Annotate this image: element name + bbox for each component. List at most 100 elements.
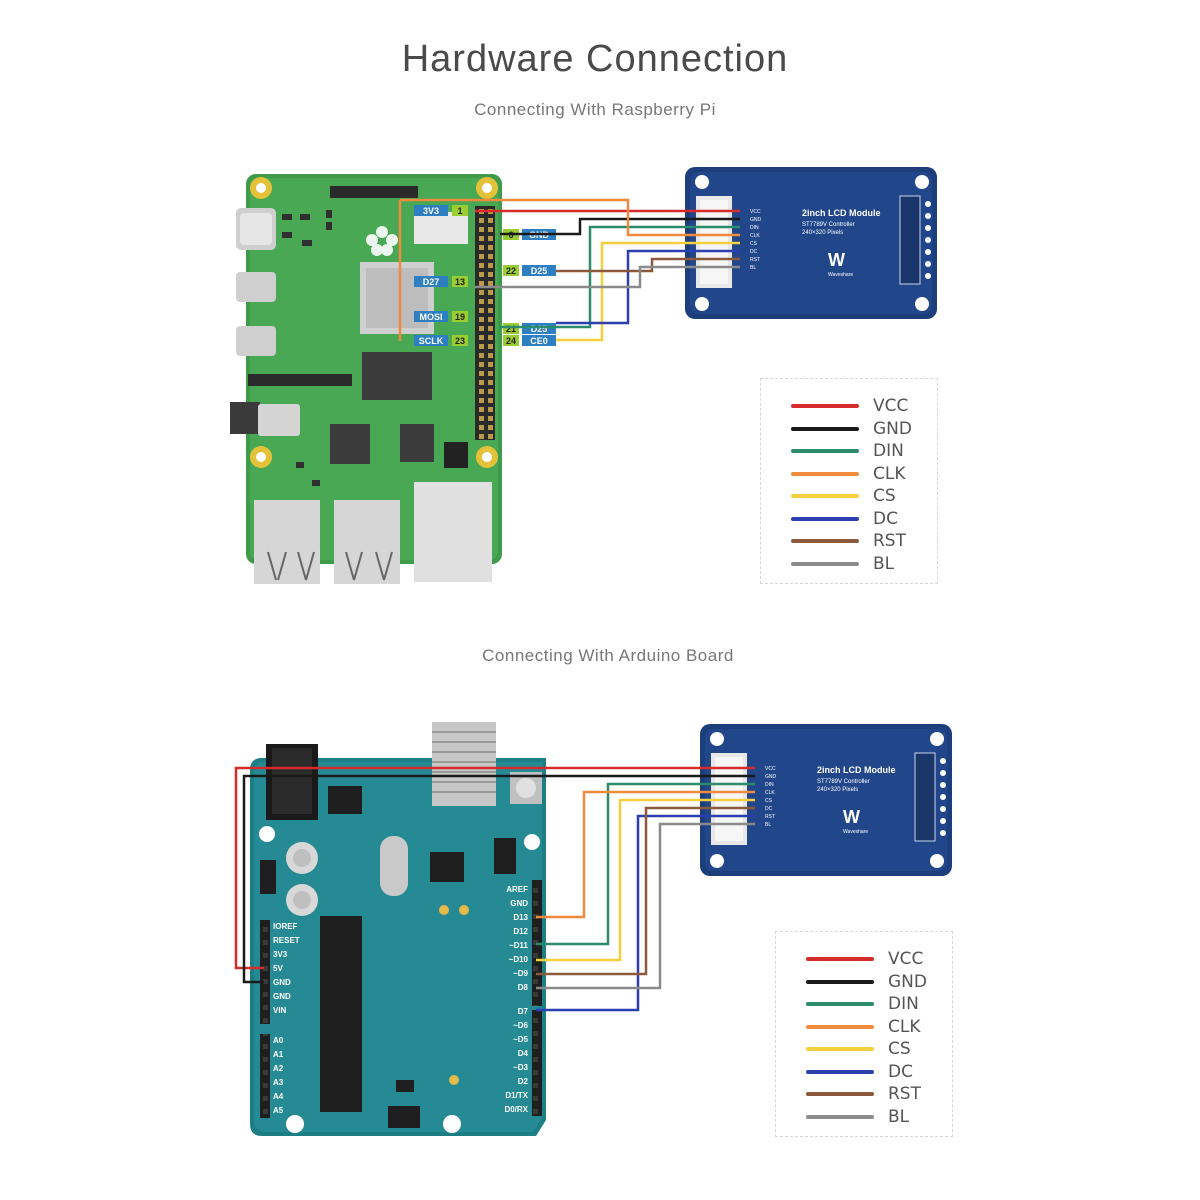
svg-text:AREF: AREF <box>506 885 528 894</box>
legend-item-din: DIN <box>806 993 919 1015</box>
svg-text:VCC: VCC <box>750 209 761 215</box>
svg-text:W: W <box>828 250 845 270</box>
svg-text:A1: A1 <box>273 1050 284 1059</box>
svg-text:D12: D12 <box>513 927 528 936</box>
svg-text:Waveshare: Waveshare <box>843 829 868 835</box>
legend-label: BL <box>888 1106 910 1127</box>
svg-text:MOSI: MOSI <box>419 312 442 322</box>
svg-text:DC: DC <box>765 806 773 812</box>
svg-text:23: 23 <box>455 336 465 346</box>
raspberry-pi-board <box>230 174 502 584</box>
svg-text:GND: GND <box>273 992 291 1001</box>
legend-label: RST <box>888 1084 921 1104</box>
svg-text:RST: RST <box>765 814 775 820</box>
svg-text:CLK: CLK <box>765 790 775 796</box>
svg-text:IOREF: IOREF <box>273 922 298 931</box>
svg-text:~D5: ~D5 <box>513 1035 528 1044</box>
legend-label: RST <box>873 531 906 551</box>
svg-text:A0: A0 <box>273 1036 284 1045</box>
svg-text:DC: DC <box>750 249 758 255</box>
legend-swatch <box>791 539 859 543</box>
svg-text:CLK: CLK <box>750 233 760 239</box>
legend-item-bl: BL <box>791 553 894 575</box>
legend-swatch <box>791 561 859 566</box>
legend-swatch <box>806 1092 874 1096</box>
svg-text:W: W <box>843 807 860 827</box>
svg-text:21: 21 <box>506 324 516 334</box>
legend-swatch <box>791 471 859 476</box>
arduino-pin-labels: IOREF RESET 3V3 5V GND GND VIN A0 A1 A2 … <box>273 885 529 1115</box>
arduino-board <box>250 722 546 1136</box>
svg-text:D25: D25 <box>531 266 548 276</box>
legend-label: GND <box>888 971 927 992</box>
svg-text:D25: D25 <box>531 324 548 334</box>
legend-item-dc: DC <box>806 1061 913 1083</box>
legend-label: CS <box>888 1039 911 1059</box>
pi-wires <box>398 198 740 342</box>
svg-text:2inch LCD Module: 2inch LCD Module <box>817 765 896 775</box>
svg-text:CE0: CE0 <box>530 336 548 346</box>
svg-text:~D10: ~D10 <box>509 955 529 964</box>
legend-item-cs: CS <box>806 1038 911 1060</box>
svg-text:1: 1 <box>457 206 462 216</box>
svg-text:BL: BL <box>765 822 771 828</box>
svg-text:3V3: 3V3 <box>423 206 439 216</box>
legend-label: BL <box>873 553 895 574</box>
svg-text:GND: GND <box>510 899 528 908</box>
legend-label: DC <box>888 1061 913 1082</box>
pi-pin-labels: 3V3 1 D27 13 MOSI 19 SCLK 23 6 GND 22 D2… <box>414 205 556 346</box>
legend-swatch <box>806 1047 874 1051</box>
lcd-module-top: 2inch LCD Module ST7789V Controller 240×… <box>685 167 937 319</box>
svg-text:~D3: ~D3 <box>513 1063 528 1072</box>
legend-swatch <box>806 957 874 961</box>
legend-item-cs: CS <box>791 485 896 507</box>
legend-item-clk: CLK <box>806 1016 921 1038</box>
svg-text:CS: CS <box>750 241 758 247</box>
lcd-pin-labels-bottom: VCC GND DIN CLK CS DC RST BL <box>765 766 777 828</box>
svg-text:240×320 Pixels: 240×320 Pixels <box>802 230 843 236</box>
svg-text:RESET: RESET <box>273 936 300 945</box>
legend-label: CLK <box>888 1016 921 1037</box>
legend-item-din: DIN <box>791 440 904 462</box>
svg-text:CS: CS <box>765 798 773 804</box>
svg-text:22: 22 <box>506 266 516 276</box>
subtitle-arduino: Connecting With Arduino Board <box>482 646 734 665</box>
legend-item-gnd: GND <box>806 971 927 993</box>
legend-swatch <box>806 979 874 984</box>
legend-swatch <box>791 494 859 498</box>
legend-label: DIN <box>873 441 904 461</box>
svg-text:GND: GND <box>765 774 777 780</box>
subtitle-raspberry-pi: Connecting With Raspberry Pi <box>474 100 716 119</box>
legend-item-rst: RST <box>806 1083 921 1105</box>
svg-text:~D11: ~D11 <box>509 941 528 950</box>
legend-swatch <box>806 1024 874 1029</box>
svg-text:D13: D13 <box>513 913 528 922</box>
lcd-module-bottom: 2inch LCD Module ST7789V Controller 240×… <box>700 724 952 876</box>
legend-swatch <box>791 516 859 521</box>
legend-label: DIN <box>888 994 919 1014</box>
svg-text:VIN: VIN <box>273 1006 287 1015</box>
svg-text:D7: D7 <box>518 1007 529 1016</box>
legend-label: CLK <box>873 463 906 484</box>
legend-swatch <box>791 426 859 431</box>
legend-swatch <box>806 1069 874 1074</box>
page-title: Hardware Connection <box>401 38 789 80</box>
legend-item-bl: BL <box>806 1106 909 1128</box>
svg-text:D0/RX: D0/RX <box>504 1105 528 1114</box>
svg-text:RST: RST <box>750 257 760 263</box>
svg-text:A4: A4 <box>273 1092 284 1101</box>
svg-text:A2: A2 <box>273 1064 284 1073</box>
svg-text:GND: GND <box>750 217 762 223</box>
svg-text:DIN: DIN <box>765 782 774 788</box>
svg-text:DIN: DIN <box>750 225 759 231</box>
svg-text:5V: 5V <box>273 964 283 973</box>
svg-text:D1/TX: D1/TX <box>505 1091 528 1100</box>
svg-text:D4: D4 <box>518 1049 529 1058</box>
svg-text:A5: A5 <box>273 1106 284 1115</box>
legend-label: VCC <box>873 396 909 416</box>
svg-text:SCLK: SCLK <box>419 336 444 346</box>
svg-text:D2: D2 <box>518 1077 529 1086</box>
legend-label: GND <box>873 418 912 439</box>
svg-text:19: 19 <box>455 312 465 322</box>
